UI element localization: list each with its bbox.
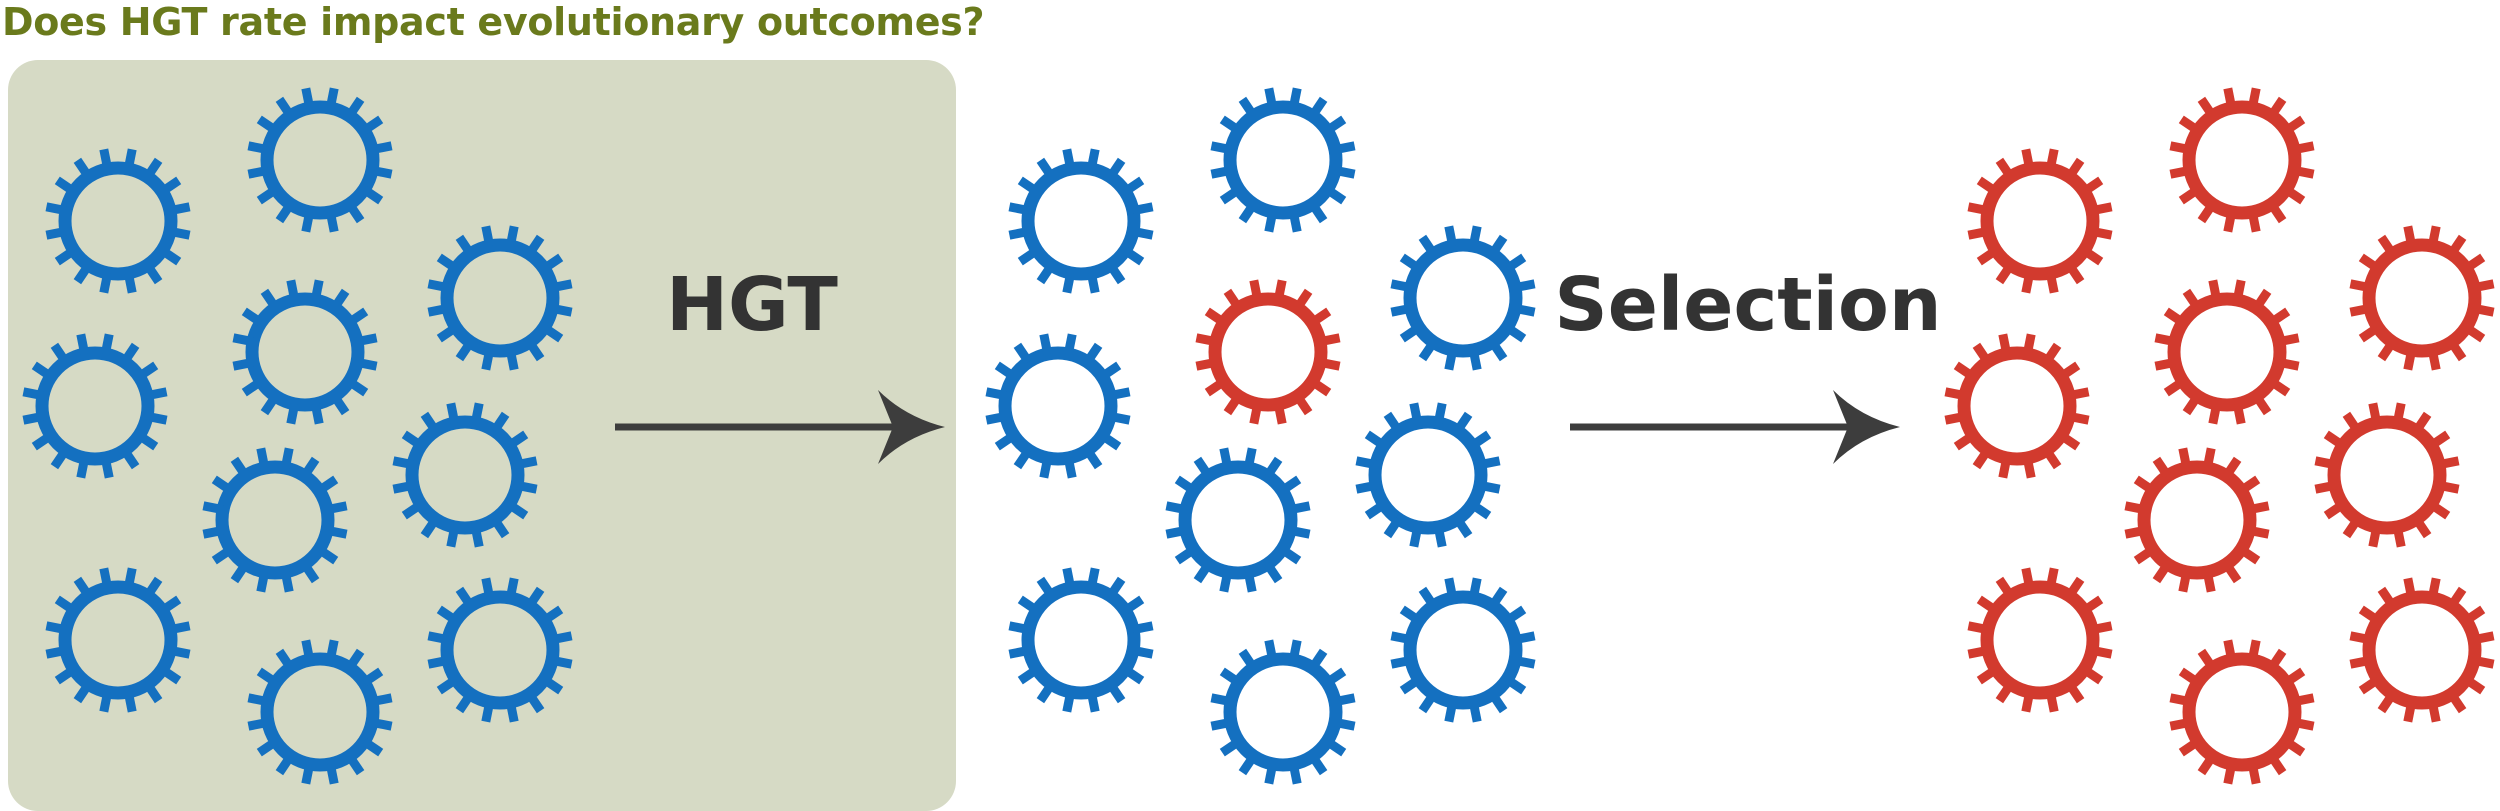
initial-cell-1 — [45, 148, 191, 294]
after-selection-cell-1 — [1967, 148, 2113, 294]
after-hgt-cell-8 — [1008, 567, 1154, 713]
after-hgt-cell-9 — [1390, 577, 1536, 723]
hgt-label: HGT — [666, 262, 838, 348]
after-selection-cell-10 — [2169, 639, 2315, 785]
after-hgt-cell-6 — [1355, 402, 1501, 548]
after-hgt-cell-1 — [1008, 148, 1154, 294]
initial-cell-10 — [247, 639, 393, 785]
after-selection-cell-7 — [2124, 447, 2270, 593]
after-selection-cell-6 — [2314, 402, 2460, 548]
after-selection-cell-2 — [2169, 87, 2315, 233]
initial-cell-5 — [22, 333, 168, 479]
hgt-arrow-head — [878, 390, 945, 464]
after-hgt-cell-5 — [985, 333, 1131, 479]
selection-arrow-head — [1833, 390, 1900, 464]
after-hgt-cell-2 — [1210, 87, 1356, 233]
initial-cell-9 — [427, 577, 573, 723]
figure-title: Does HGT rate impact evolutionary outcom… — [2, 0, 985, 44]
after-selection-cell-8 — [1967, 567, 2113, 713]
after-selection-cell-4 — [2154, 279, 2300, 425]
initial-cell-3 — [427, 225, 573, 371]
cell-layer — [22, 87, 2495, 785]
after-selection-cell-9 — [2349, 577, 2495, 723]
after-hgt-cell-10 — [1210, 639, 1356, 785]
after-hgt-cell-4 — [1195, 279, 1341, 425]
initial-cell-6 — [392, 402, 538, 548]
initial-cell-4 — [232, 279, 378, 425]
selection-label: Selection — [1554, 262, 1941, 348]
after-selection-cell-3 — [2349, 225, 2495, 371]
after-hgt-cell-3 — [1390, 225, 1536, 371]
initial-cell-2 — [247, 87, 393, 233]
initial-cell-7 — [202, 447, 348, 593]
initial-cell-8 — [45, 567, 191, 713]
after-selection-cell-5 — [1944, 333, 2090, 479]
after-hgt-cell-7 — [1165, 447, 1311, 593]
